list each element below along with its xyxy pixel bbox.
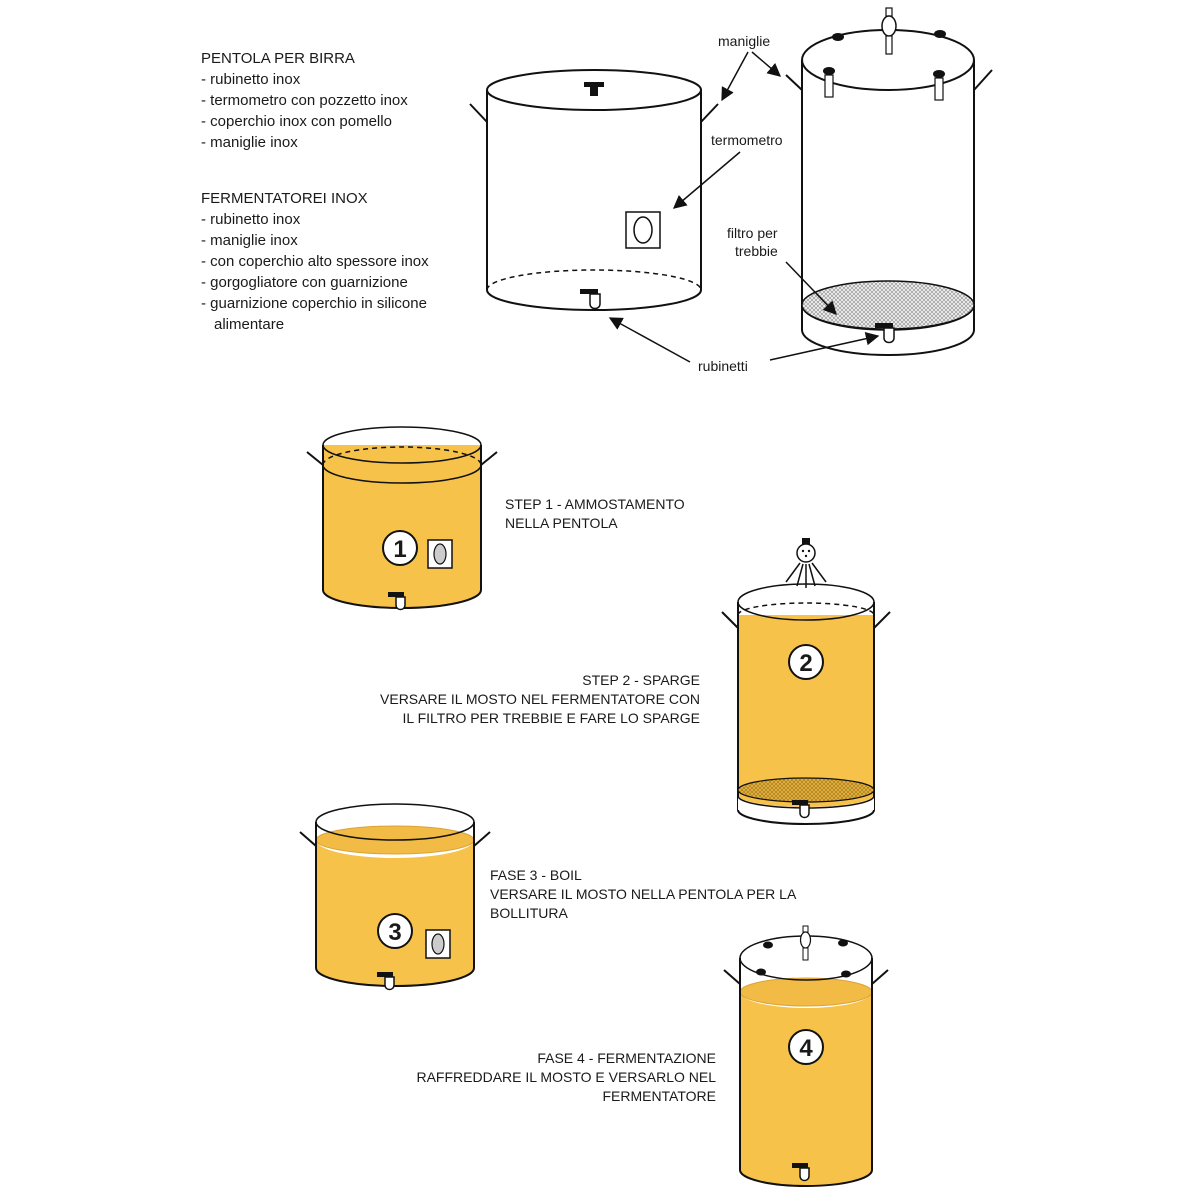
tap-icon (875, 323, 895, 344)
brew-pot-illustration (469, 69, 719, 311)
fermenter-legend-item: - rubinetto inox (201, 211, 301, 228)
step2-caption: STEP 2 - SPARGE (582, 672, 700, 688)
step3-caption: VERSARE IL MOSTO NELLA PENTOLA PER LA (490, 886, 797, 902)
taps-label: rubinetti (698, 358, 748, 374)
fermenter-legend-item: alimentare (214, 316, 284, 333)
airlock-icon (881, 7, 897, 55)
step2-caption: VERSARE IL MOSTO NEL FERMENTATORE CON (380, 691, 700, 707)
lid-screw-icon (756, 939, 851, 978)
fermenter-illustration (785, 7, 993, 356)
step4-caption: RAFFREDDARE IL MOSTO E VERSARLO NEL (416, 1069, 716, 1085)
thermometer-label: termometro (711, 132, 783, 148)
step1-caption: STEP 1 - AMMOSTAMENTO (505, 496, 685, 512)
tap-icon (792, 1163, 810, 1182)
thermometer-icon (625, 211, 661, 249)
pot-legend-item: - rubinetto inox (201, 71, 301, 88)
step4-caption: FASE 4 - FERMENTAZIONE (537, 1050, 716, 1066)
tap-icon (388, 592, 406, 611)
fermenter-legend-item: - con coperchio alto spessore inox (201, 253, 429, 270)
fermenter-legend-item: - maniglie inox (201, 232, 298, 249)
step-number: 1 (393, 536, 406, 563)
tap-icon (580, 289, 601, 310)
callouts: maniglie termometro filtro per trebbie r… (608, 33, 880, 374)
tap-icon (377, 972, 395, 991)
step4-fermenter: 4 (723, 925, 889, 1187)
step3-caption: BOLLITURA (490, 905, 568, 921)
filter-label-line2: trebbie (735, 243, 778, 259)
pot-legend-item: - maniglie inox (201, 134, 298, 151)
step4-caption: FERMENTATORE (602, 1088, 716, 1104)
step-number: 2 (799, 650, 812, 677)
step-number-badge (382, 530, 418, 566)
airlock-icon (799, 925, 812, 961)
legend: PENTOLA PER BIRRA - rubinetto inox - ter… (201, 50, 429, 333)
step-number-badge (377, 913, 413, 949)
tap-icon (792, 800, 810, 819)
lid-knob-icon (584, 82, 604, 96)
fermenter-legend-title: FERMENTATOREI INOX (201, 190, 368, 207)
step3-pot: 3 (299, 803, 491, 991)
step-number: 4 (799, 1035, 813, 1062)
step1-caption: NELLA PENTOLA (505, 515, 618, 531)
step1-pot: 1 (306, 426, 498, 611)
fermenter-legend-item: - gorgogliatore con guarnizione (201, 274, 408, 291)
step2-caption: IL FILTRO PER TREBBIE E FARE LO SPARGE (403, 710, 700, 726)
step2-fermenter: 2 (721, 583, 891, 825)
handles-label: maniglie (718, 33, 770, 49)
step-number-badge (788, 1029, 824, 1065)
pot-legend-item: - termometro con pozzetto inox (201, 92, 408, 109)
fermenter-legend-item: - guarnizione coperchio in silicone (201, 295, 427, 312)
filter-label-line1: filtro per (727, 225, 778, 241)
step3-caption: FASE 3 - BOIL (490, 867, 582, 883)
pot-legend-item: - coperchio inox con pomello (201, 113, 392, 130)
sprinkler-icon (785, 538, 827, 588)
step-number: 3 (388, 919, 401, 946)
pot-legend-title: PENTOLA PER BIRRA (201, 50, 355, 67)
step-number-badge (788, 644, 824, 680)
lid-screw-icon (823, 30, 946, 101)
